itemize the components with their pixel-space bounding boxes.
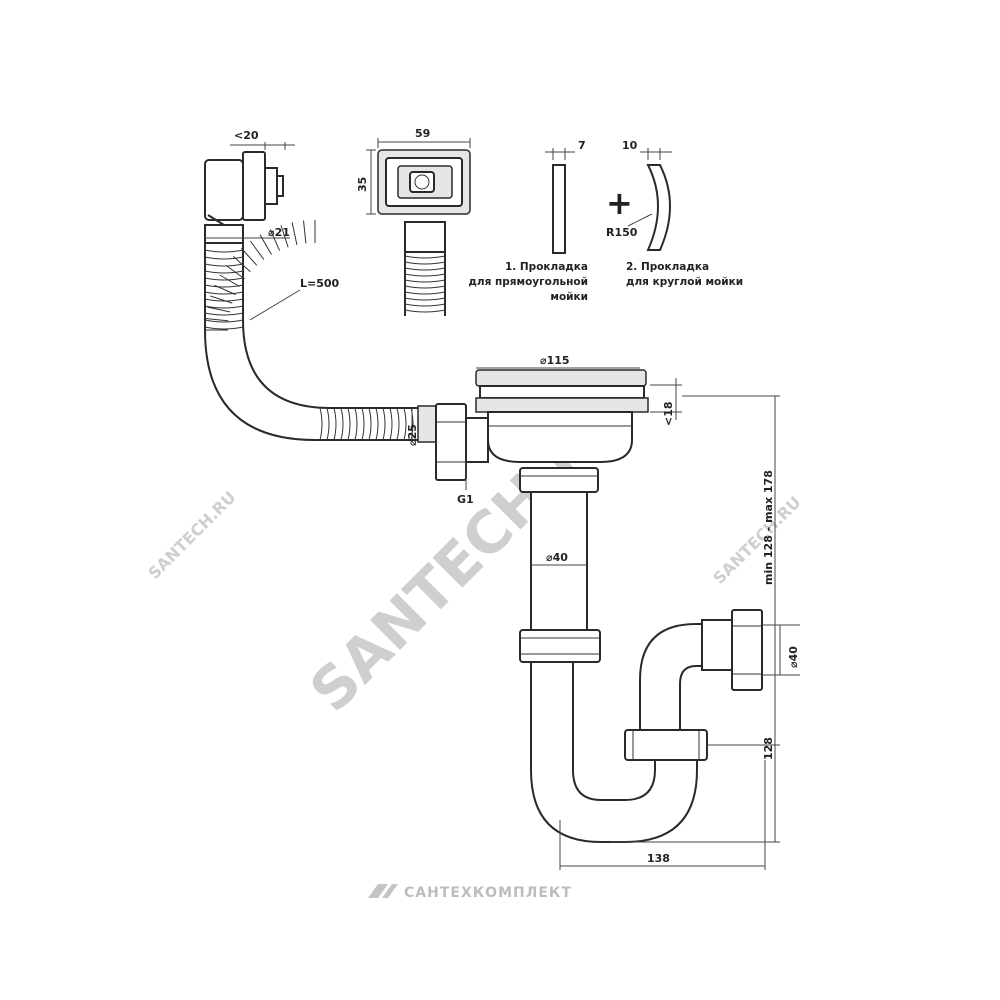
watermark-right: SANTECH.RU [709,493,804,588]
hose-rib [204,291,244,295]
dim-grate-dia: ⌀115 [476,354,640,369]
corrugated-hose [204,220,418,441]
overflow-height-label: 35 [356,177,369,192]
gasket-round: 10 R150 2. Прокладка для круглой мойки [606,139,743,288]
sink-strainer [475,369,649,463]
hose-rib [225,264,245,280]
hose-rib [404,291,446,295]
plus-sign: + [606,184,633,222]
dim-overflow-width: 59 [377,127,471,148]
u-trap [530,609,763,843]
dim-trap-height: 128 [610,650,780,843]
hose-rib [382,407,386,441]
gasket-rectangular: 7 1. Прокладка для прямоугольной мойки [468,139,588,303]
hose-rib [326,407,330,441]
dim-tube-dia: ⌀40 [531,551,587,566]
vertical-tube [519,467,601,663]
hose-rib [404,297,446,301]
hose-rib [404,261,446,265]
inlet-nut [417,403,489,481]
hose-rib [404,279,446,283]
dim-trap-width: 138 [559,760,766,870]
dim-outlet-dia: ⌀40 [762,624,800,676]
inlet-dia-label: ⌀25 [406,424,419,446]
hose-rib [404,255,446,259]
hose-rib [404,285,446,289]
hose-rib [280,225,289,248]
trap-height-label: 128 [762,737,775,760]
brand-logo-icon [368,884,398,898]
trap-width-label: 138 [647,852,670,865]
hose-rib [204,326,244,330]
hose-rib [204,249,244,253]
grate-dia-label: ⌀115 [540,354,570,367]
gasket1-subtitle: для прямоугольной [468,276,588,288]
hose-rib [340,407,344,441]
overflow-side-view [204,151,284,244]
hose-rib [389,407,393,441]
hose-rib [204,256,244,260]
hose-rib [269,229,281,251]
hose-rib [204,305,244,309]
hose-rib [219,274,240,287]
hose-rib [204,270,244,274]
dim-hose-length: L=500 [249,277,340,321]
overflow-width-label: 59 [415,127,430,140]
tube-dia-label: ⌀40 [546,551,568,564]
hose-length-label: L=500 [300,277,340,290]
overflow-front-view [377,149,471,316]
gasket2-title: 2. Прокладка [626,261,709,273]
dim-overflow-depth: <20 [230,129,295,150]
hose-rib [403,407,407,441]
hose-rib [204,277,244,281]
watermark-left: SANTECH.RU [144,488,239,583]
hose-rib [396,407,400,441]
outlet-dia-label: ⌀40 [787,646,800,668]
gasket1-title: 1. Прокладка [505,261,588,273]
hose-rib [207,306,231,313]
height-range-label: min 128 - max 178 [762,470,775,585]
hose-rib [404,309,446,313]
hose-rib [205,318,229,322]
hose-rib [210,295,233,304]
dim-grate-height: <18 [650,378,682,426]
grate-height-label: <18 [662,401,675,426]
hose-rib [303,220,307,244]
hose-rib [368,407,372,441]
gasket2-subtitle: для круглой мойки [626,276,743,288]
hose-rib [354,407,358,441]
hose-rib [375,407,379,441]
hose-rib [249,240,265,260]
hose-rib [214,284,236,296]
hose-rib [319,407,323,441]
gasket2-thickness-label: 10 [622,139,638,152]
gasket1-subtitle2: мойки [550,291,588,303]
hose-rib [404,273,446,277]
dim-inlet-dia: ⌀25 [406,408,419,446]
thread-label: G1 [457,493,474,506]
hose-rib [232,256,251,273]
hose-rib [291,222,298,246]
hose-rib [204,319,244,323]
hose-rib [241,247,258,266]
dim-height-range: min 128 - max 178 [682,395,780,650]
hose-rib [204,263,244,267]
dim-thread: G1 [457,462,474,506]
footer-brand-text: САНТЕХКОМПЛЕКТ [404,885,572,901]
gasket2-radius-label: R150 [606,226,638,239]
hose-rib [204,284,244,288]
hose-rib [204,312,244,316]
hose-rib [404,303,446,307]
overflow-depth-label: <20 [234,129,259,142]
gasket1-thickness-label: 7 [578,139,586,152]
hose-rib [361,407,365,441]
hose-rib [259,234,272,255]
footer-brand: САНТЕХКОМПЛЕКТ [368,884,572,901]
hose-rib [333,407,337,441]
hose-rib [347,407,351,441]
hose-rib [204,298,244,302]
dim-overflow-height: 35 [356,149,376,215]
hose-rib [404,267,446,271]
